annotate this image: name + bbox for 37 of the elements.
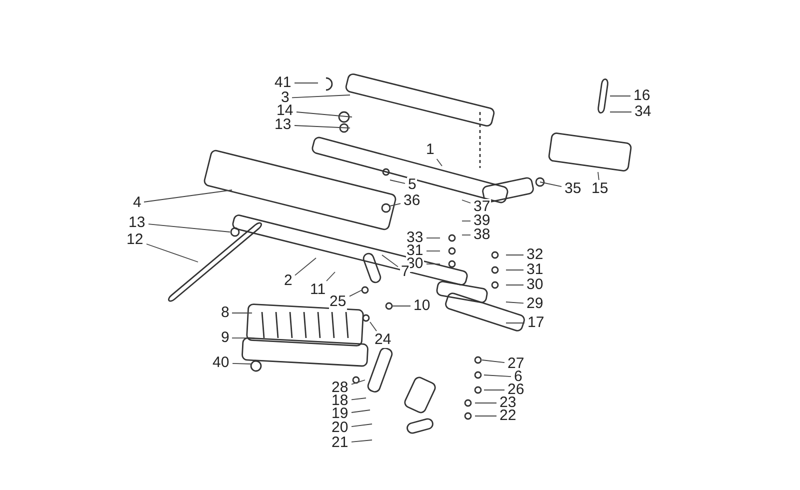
leader-line	[390, 203, 401, 206]
leader-line	[232, 312, 252, 314]
leader-line	[146, 244, 198, 262]
leader-line	[462, 200, 471, 204]
leader-line	[382, 254, 398, 268]
leader-line	[540, 182, 562, 188]
leader-line	[482, 360, 505, 364]
callout-number: 25	[328, 294, 348, 310]
leader-line	[462, 220, 471, 222]
leader-line	[598, 172, 600, 180]
leader-line	[351, 440, 372, 442]
leader-line	[351, 424, 372, 428]
callout-number: 24	[374, 332, 392, 348]
leader-line	[506, 322, 525, 324]
leader-line	[351, 398, 366, 400]
leader-line	[506, 302, 524, 304]
leader-line	[506, 254, 524, 256]
leader-line	[144, 190, 232, 202]
leader-line	[294, 258, 316, 276]
leader-line	[148, 224, 230, 232]
leader-line	[296, 112, 352, 118]
leader-line	[349, 290, 362, 297]
leader-line	[294, 125, 350, 128]
leader-line	[436, 158, 442, 166]
leader-line	[484, 374, 512, 378]
leader-line	[232, 362, 252, 364]
leader-line	[326, 272, 336, 282]
leader-line	[294, 82, 318, 84]
leader-line	[370, 322, 377, 332]
leader-line	[426, 250, 440, 252]
leader-line	[351, 380, 366, 385]
leader-line	[462, 234, 471, 236]
leader-line	[506, 284, 524, 286]
leader-line	[292, 94, 350, 98]
leader-line	[351, 410, 370, 413]
leader-line	[390, 180, 406, 184]
leader-line	[474, 402, 497, 404]
